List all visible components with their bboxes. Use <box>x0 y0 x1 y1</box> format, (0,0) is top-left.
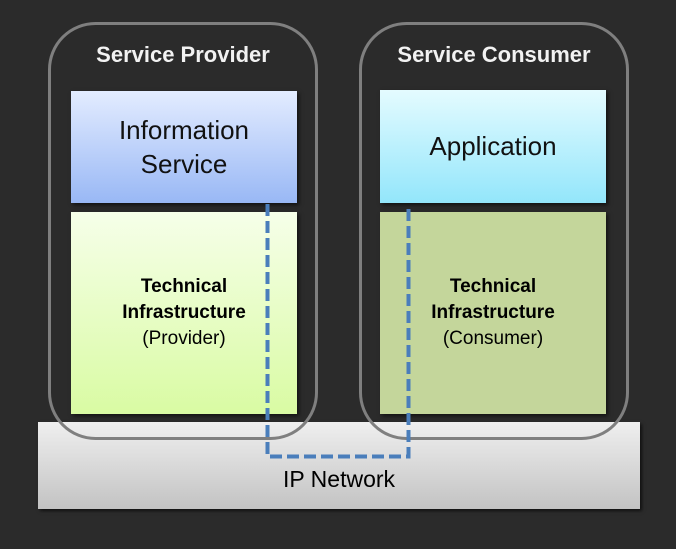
consumer-infra-subtitle: (Consumer) <box>442 328 544 349</box>
ip-network-label: IP Network <box>282 466 396 492</box>
provider-infra-title-line2: Infrastructure <box>122 302 246 323</box>
consumer-infra-title-line2: Infrastructure <box>431 302 555 323</box>
application-box: Application <box>380 90 606 203</box>
consumer-infra-title-line1: Technical <box>449 276 537 297</box>
consumer-title: Service Consumer <box>397 42 591 67</box>
connection-path-dashed <box>265 204 411 459</box>
information-service-label-line2: Service <box>140 149 228 179</box>
provider-container <box>48 22 318 440</box>
consumer-infrastructure-box: Technical Infrastructure (Consumer) <box>380 212 606 414</box>
information-service-label-line1: Information <box>118 115 250 145</box>
ip-network-layer: IP Network <box>38 422 640 509</box>
information-service-box: Information Service <box>71 91 297 203</box>
application-label: Application <box>429 131 557 161</box>
consumer-container <box>359 22 629 440</box>
provider-title: Service Provider <box>96 42 270 67</box>
provider-infrastructure-box: Technical Infrastructure (Provider) <box>71 212 297 414</box>
provider-infra-title-line1: Technical <box>140 276 228 297</box>
provider-infra-subtitle: (Provider) <box>142 328 226 349</box>
